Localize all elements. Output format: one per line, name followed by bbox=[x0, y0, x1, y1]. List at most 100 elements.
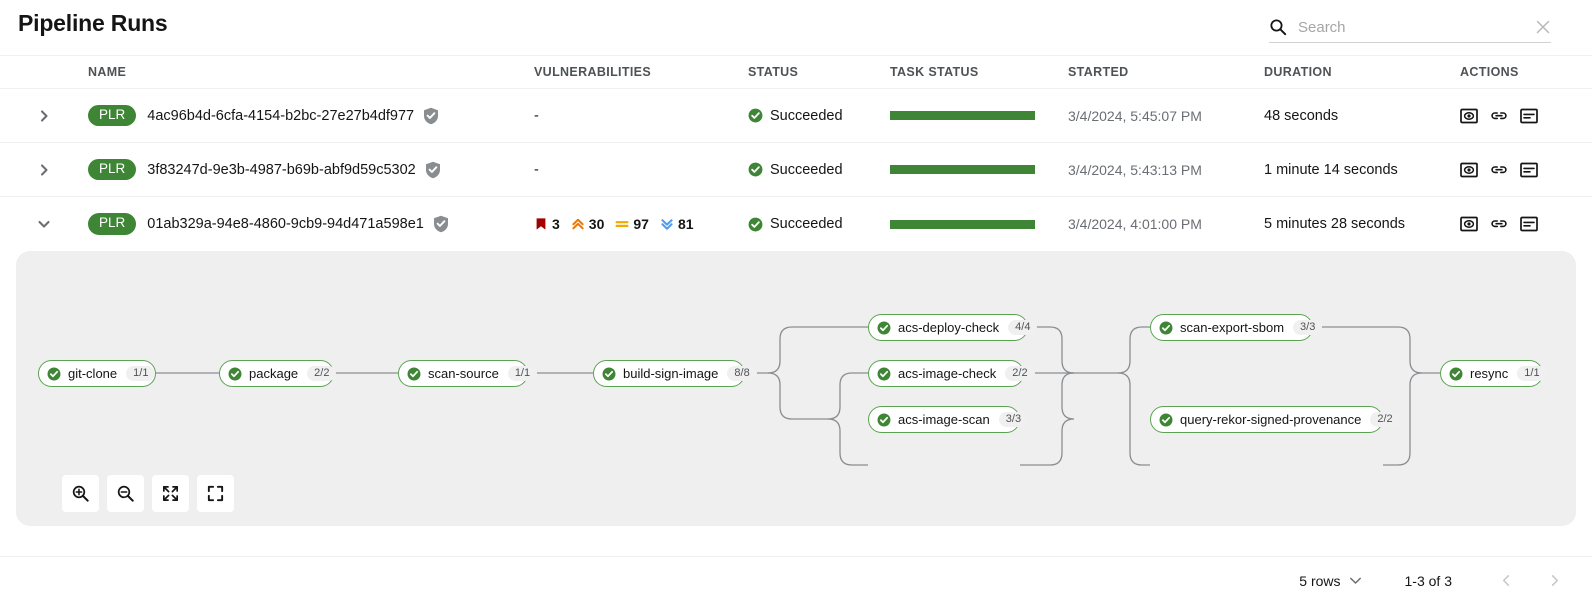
node-task-count: 3/3 bbox=[998, 412, 1029, 427]
row-name-cell: PLR 01ab329a-94e8-4860-9cb9-94d471a598e1 bbox=[88, 213, 534, 235]
rows-per-page-select[interactable]: 5 rows bbox=[1299, 572, 1361, 589]
pipeline-node-build-sign-image[interactable]: build-sign-image 8/8 bbox=[593, 360, 757, 387]
output-icon[interactable] bbox=[1520, 215, 1538, 233]
column-header-status: STATUS bbox=[748, 65, 799, 79]
reset-view-button[interactable] bbox=[197, 475, 234, 512]
page-header: Pipeline Runs bbox=[0, 0, 1592, 55]
column-header-name: NAME bbox=[88, 65, 127, 79]
task-status-bar bbox=[890, 219, 1035, 229]
output-icon[interactable] bbox=[1520, 161, 1538, 179]
expand-arrows-icon bbox=[162, 485, 179, 502]
node-label: resync bbox=[1470, 366, 1509, 381]
table-row[interactable]: PLR 4ac96b4d-6cfa-4154-b2bc-27e27b4df977… bbox=[0, 89, 1592, 143]
plr-badge: PLR bbox=[88, 158, 137, 181]
check-circle-icon bbox=[877, 321, 891, 334]
plr-badge: PLR bbox=[88, 104, 137, 127]
check-circle-icon bbox=[748, 162, 763, 177]
chevron-right-icon[interactable] bbox=[37, 163, 51, 177]
pipeline-node-git-clone[interactable]: git-clone 1/1 bbox=[38, 360, 156, 387]
row-vulnerabilities-cell: - bbox=[534, 108, 748, 124]
check-circle-icon bbox=[407, 367, 421, 380]
pipeline-run-name[interactable]: 3f83247d-9e3b-4987-b69b-abf9d59c5302 bbox=[147, 161, 416, 178]
vulnerability-important: 30 bbox=[571, 216, 605, 232]
pipeline-node-scan-export-sbom[interactable]: scan-export-sbom 3/3 bbox=[1150, 314, 1323, 341]
row-started-cell: 3/4/2024, 4:01:00 PM bbox=[1068, 216, 1264, 232]
table-footer: 5 rows 1-3 of 3 bbox=[0, 556, 1592, 604]
status-label: Succeeded bbox=[770, 107, 843, 124]
row-status-cell: Succeeded bbox=[748, 108, 890, 124]
row-duration-cell: 1 minute 14 seconds bbox=[1264, 162, 1460, 178]
chevron-left-icon bbox=[1502, 575, 1509, 586]
pipeline-node-scan-source[interactable]: scan-source 1/1 bbox=[398, 360, 538, 387]
row-actions-cell bbox=[1460, 215, 1592, 233]
logs-icon[interactable] bbox=[1460, 107, 1478, 125]
check-circle-icon bbox=[877, 413, 891, 426]
row-actions-cell bbox=[1460, 107, 1592, 125]
graph-controls bbox=[62, 475, 234, 512]
row-expand-toggle[interactable] bbox=[0, 163, 88, 177]
check-circle-icon bbox=[47, 367, 61, 380]
duration-value: 5 minutes 28 seconds bbox=[1264, 216, 1406, 232]
search-input[interactable] bbox=[1298, 18, 1529, 36]
node-task-count: 1/1 bbox=[1517, 366, 1547, 381]
check-circle-icon bbox=[748, 108, 763, 123]
node-task-count: 1/1 bbox=[507, 366, 538, 381]
row-started-cell: 3/4/2024, 5:43:13 PM bbox=[1068, 162, 1264, 178]
node-label: query-rekor-signed-provenance bbox=[1180, 412, 1362, 427]
link-icon[interactable] bbox=[1490, 161, 1508, 179]
pipeline-graph-edges bbox=[156, 326, 1440, 466]
pipeline-node-resync[interactable]: resync 1/1 bbox=[1440, 360, 1547, 387]
table-row[interactable]: PLR 01ab329a-94e8-4860-9cb9-94d471a598e1… bbox=[0, 197, 1592, 251]
check-circle-icon bbox=[1159, 321, 1173, 334]
fit-to-screen-button[interactable] bbox=[152, 475, 189, 512]
check-circle-icon bbox=[1449, 367, 1463, 380]
row-name-cell: PLR 4ac96b4d-6cfa-4154-b2bc-27e27b4df977 bbox=[88, 104, 534, 127]
node-label: build-sign-image bbox=[623, 366, 719, 381]
vulnerabilities-value: - bbox=[534, 161, 539, 178]
chevron-down-icon[interactable] bbox=[37, 217, 51, 231]
chevron-right-icon[interactable] bbox=[37, 109, 51, 123]
row-expand-toggle[interactable] bbox=[0, 217, 88, 231]
status-label: Succeeded bbox=[770, 216, 843, 232]
pipeline-node-acs-image-scan[interactable]: acs-image-scan 3/3 bbox=[868, 406, 1029, 433]
vulnerability-count: 30 bbox=[588, 216, 605, 232]
started-timestamp: 3/4/2024, 5:45:07 PM bbox=[1068, 107, 1202, 124]
pipeline-node-query-rekor-signed-provenance[interactable]: query-rekor-signed-provenance 2/2 bbox=[1150, 406, 1400, 433]
logs-icon[interactable] bbox=[1460, 161, 1478, 179]
task-status-bar bbox=[890, 165, 1035, 174]
rows-per-page-label: 5 rows bbox=[1299, 572, 1341, 589]
row-status-cell: Succeeded bbox=[748, 162, 890, 178]
pipeline-runs-table: NAME VULNERABILITIES STATUS TASK STATUS … bbox=[0, 55, 1592, 251]
row-started-cell: 3/4/2024, 5:45:07 PM bbox=[1068, 108, 1264, 124]
search-box[interactable] bbox=[1269, 12, 1551, 43]
node-label: package bbox=[249, 366, 299, 381]
row-task-status-cell bbox=[890, 219, 1068, 229]
pipeline-node-package[interactable]: package 2/2 bbox=[219, 360, 337, 387]
link-icon[interactable] bbox=[1490, 107, 1508, 125]
output-icon[interactable] bbox=[1520, 107, 1538, 125]
zoom-in-button[interactable] bbox=[62, 475, 99, 512]
task-status-bar bbox=[890, 111, 1035, 120]
pipeline-node-acs-image-check[interactable]: acs-image-check 2/2 bbox=[868, 360, 1035, 387]
previous-page-button[interactable] bbox=[1494, 569, 1518, 593]
node-label: scan-export-sbom bbox=[1180, 320, 1285, 335]
shield-check-icon bbox=[425, 161, 440, 178]
zoom-in-icon bbox=[72, 485, 89, 502]
severity-moderate-icon bbox=[615, 221, 629, 227]
pipeline-run-name[interactable]: 01ab329a-94e8-4860-9cb9-94d471a598e1 bbox=[147, 216, 424, 232]
close-icon[interactable] bbox=[1535, 19, 1551, 35]
logs-icon[interactable] bbox=[1460, 215, 1478, 233]
vulnerability-count: 97 bbox=[633, 216, 649, 232]
zoom-out-button[interactable] bbox=[107, 475, 144, 512]
row-expand-toggle[interactable] bbox=[0, 109, 88, 123]
check-circle-icon bbox=[748, 217, 763, 231]
pipeline-node-acs-deploy-check[interactable]: acs-deploy-check 4/4 bbox=[868, 314, 1038, 341]
node-label: acs-deploy-check bbox=[898, 320, 1000, 335]
link-icon[interactable] bbox=[1490, 215, 1508, 233]
node-task-count: 8/8 bbox=[727, 366, 757, 381]
table-row[interactable]: PLR 3f83247d-9e3b-4987-b69b-abf9d59c5302… bbox=[0, 143, 1592, 197]
severity-low-icon bbox=[661, 219, 673, 230]
pipeline-run-name[interactable]: 4ac96b4d-6cfa-4154-b2bc-27e27b4df977 bbox=[147, 107, 415, 124]
pipeline-graph-panel[interactable]: git-clone 1/1 package 2/2 scan-source 1/… bbox=[16, 251, 1576, 526]
next-page-button[interactable] bbox=[1542, 569, 1566, 593]
